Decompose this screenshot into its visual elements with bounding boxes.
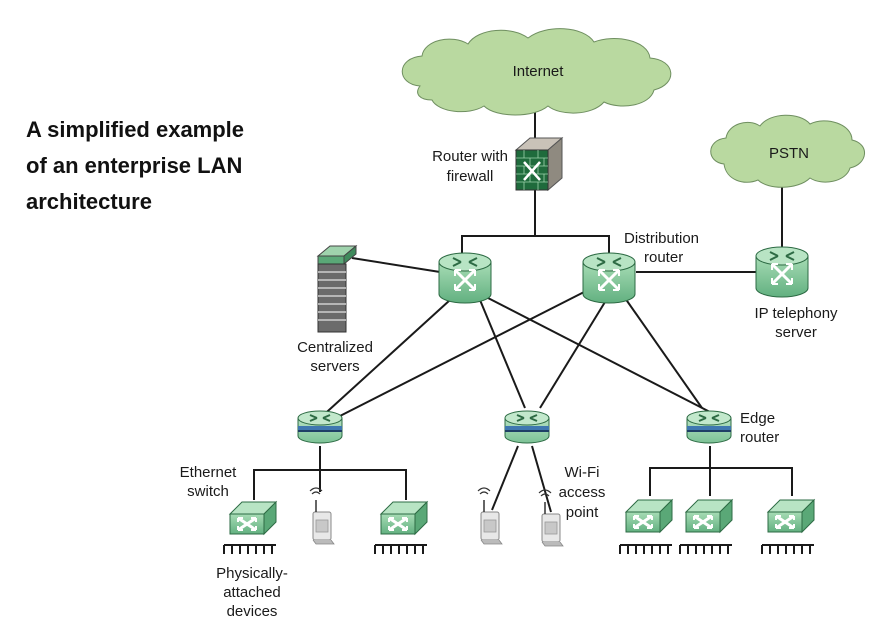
diagram-title: A simplified example of an enterprise LA… bbox=[26, 112, 286, 220]
internet-label: Internet bbox=[513, 63, 565, 80]
edge-label-1: Edge bbox=[740, 410, 775, 427]
devices-label-1: Physically- bbox=[216, 565, 288, 582]
device-ports-icon bbox=[223, 544, 277, 555]
title-line-2: of an enterprise LAN bbox=[26, 153, 243, 178]
servers-label-2: servers bbox=[310, 358, 359, 375]
wifi-access-point-icon bbox=[309, 487, 335, 545]
device-ports-icon bbox=[619, 544, 673, 555]
ethernet-label-1: Ethernet bbox=[180, 464, 238, 481]
edge-router-middle-icon bbox=[504, 410, 550, 444]
wifi-label-2: access bbox=[559, 484, 606, 501]
devices-label-2: attached bbox=[223, 584, 281, 601]
ip-telephony-server-icon bbox=[754, 245, 810, 299]
device-ports-icon bbox=[374, 544, 428, 555]
wifi-label-1: Wi-Fi bbox=[565, 464, 600, 481]
firewall-label-1: Router with bbox=[432, 148, 508, 165]
distribution-label-1: Distribution bbox=[624, 230, 699, 247]
distribution-label-2: router bbox=[644, 249, 683, 266]
edge-label-2: router bbox=[740, 429, 779, 446]
title-line-3: architecture bbox=[26, 189, 152, 214]
ip-telephony-label-1: IP telephony bbox=[754, 305, 838, 322]
wifi-label-3: point bbox=[566, 504, 599, 521]
ethernet-switch-icon bbox=[379, 500, 429, 536]
distribution-router-icon bbox=[581, 251, 637, 305]
server-rack-icon bbox=[316, 244, 358, 333]
ethernet-switch-icon bbox=[228, 500, 278, 536]
internet-cloud: Internet bbox=[401, 28, 672, 116]
servers-label-1: Centralized bbox=[297, 339, 373, 356]
device-ports-icon bbox=[761, 544, 815, 555]
title-line-1: A simplified example bbox=[26, 117, 245, 142]
connection-lines bbox=[253, 106, 793, 513]
pstn-label: PSTN bbox=[769, 145, 809, 162]
ip-telephony-label-2: server bbox=[775, 324, 817, 341]
edge-router-right-icon bbox=[686, 410, 732, 444]
device-ports-icon bbox=[679, 544, 733, 555]
ethernet-switch-icon bbox=[766, 498, 816, 534]
ethernet-switch-icon bbox=[624, 498, 674, 534]
firewall-label-2: firewall bbox=[447, 168, 494, 185]
edge-router-left-icon bbox=[297, 410, 343, 444]
devices-label-3: devices bbox=[227, 603, 278, 620]
firewall-router-icon bbox=[514, 136, 564, 192]
ethernet-label-2: switch bbox=[187, 483, 229, 500]
ethernet-switch-icon bbox=[684, 498, 734, 534]
pstn-cloud: PSTN bbox=[710, 114, 865, 188]
core-router-left-icon bbox=[437, 251, 493, 305]
